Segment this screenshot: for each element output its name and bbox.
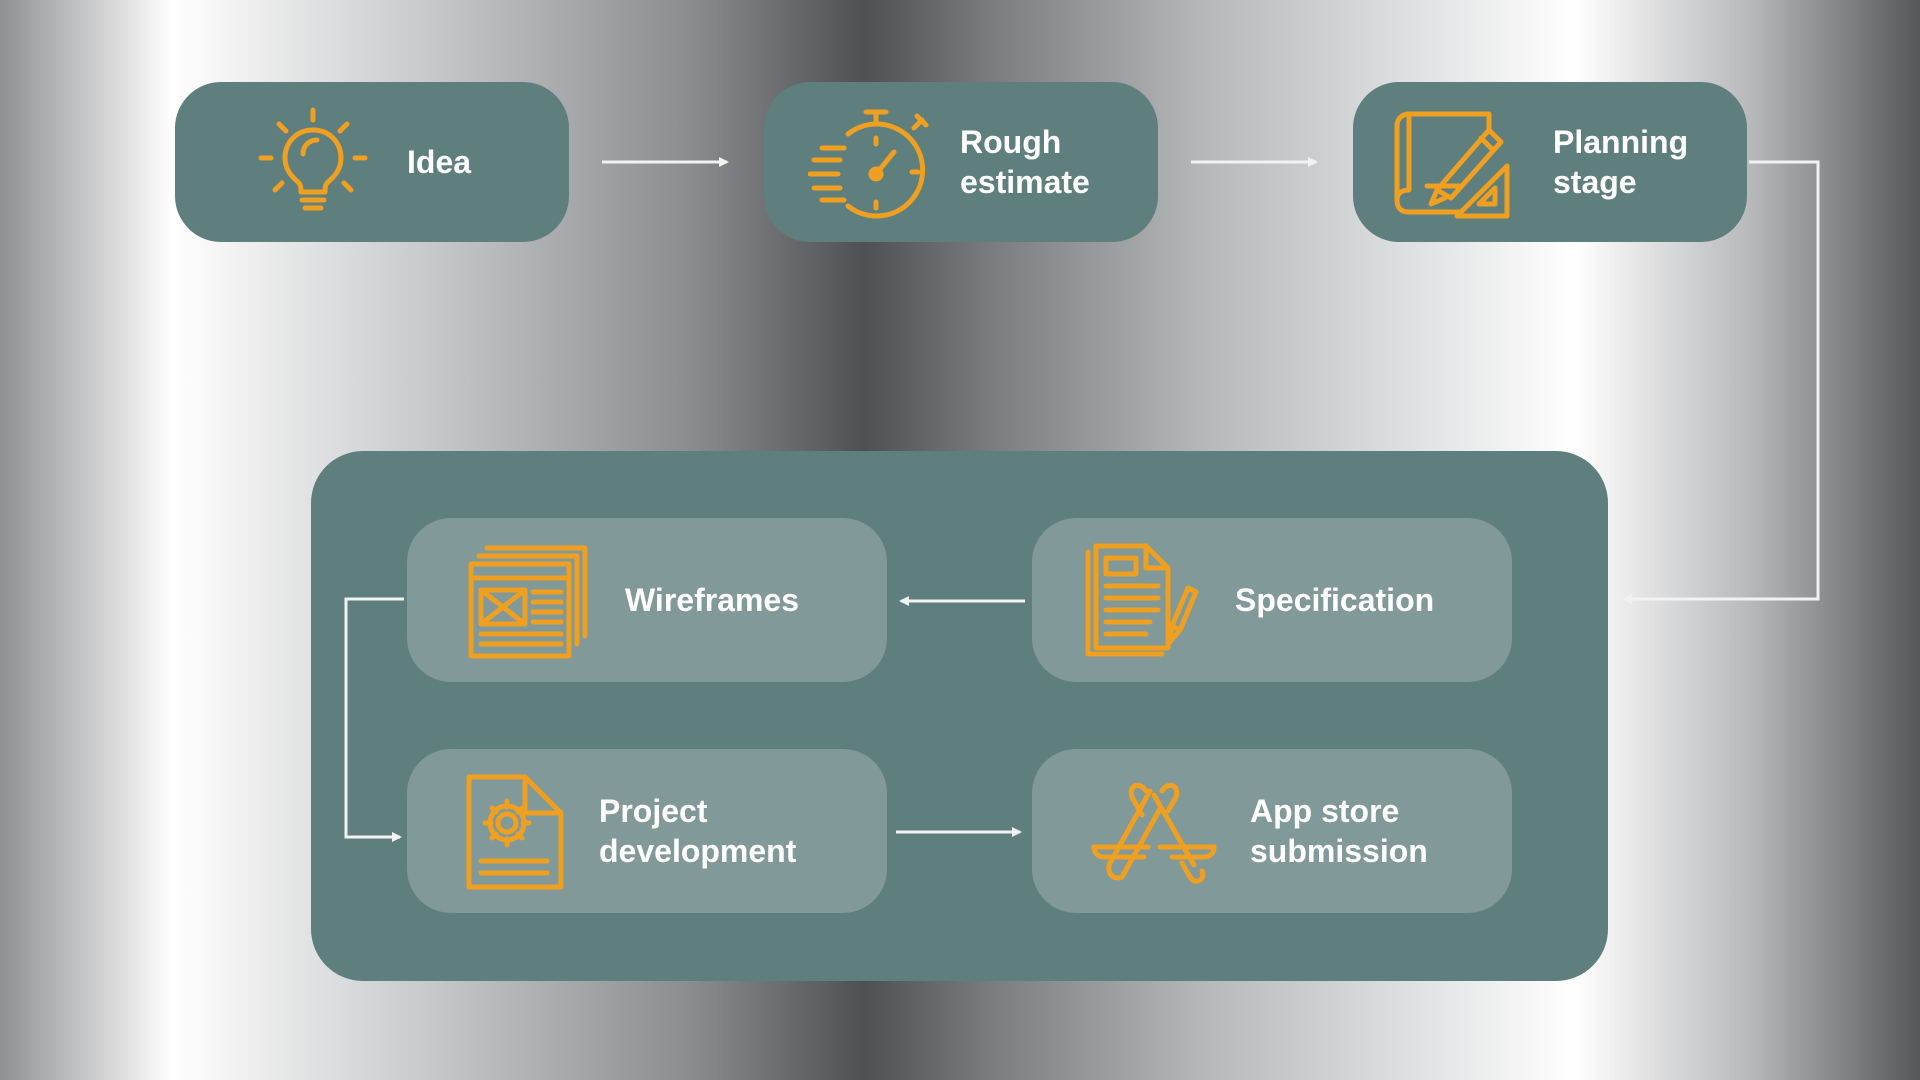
step-label: Idea	[407, 144, 472, 180]
step-label: Project development	[599, 793, 797, 869]
blueprint-icon	[1394, 111, 1510, 219]
step-app-store-submission: App store submission	[1032, 749, 1512, 913]
wireframe-icon	[468, 545, 588, 659]
step-idea: Idea	[175, 82, 569, 242]
gear-document-icon	[466, 774, 564, 890]
step-planning-stage: Planning stage	[1353, 82, 1747, 242]
step-wireframes: Wireframes	[407, 518, 887, 682]
step-label: Planning stage	[1553, 124, 1689, 200]
app-store-icon	[1091, 782, 1217, 884]
step-rough-estimate: Rough estimate	[764, 82, 1158, 242]
step-specification: Specification	[1032, 518, 1512, 682]
step-project-development: Project development	[407, 749, 887, 913]
step-label: Specification	[1235, 582, 1435, 618]
lightbulb-icon	[258, 107, 368, 211]
stopwatch-icon	[808, 109, 929, 219]
document-pen-icon	[1085, 543, 1199, 657]
step-label: Wireframes	[625, 582, 800, 618]
step-label: Rough estimate	[960, 124, 1090, 200]
step-label: App store submission	[1250, 793, 1428, 869]
